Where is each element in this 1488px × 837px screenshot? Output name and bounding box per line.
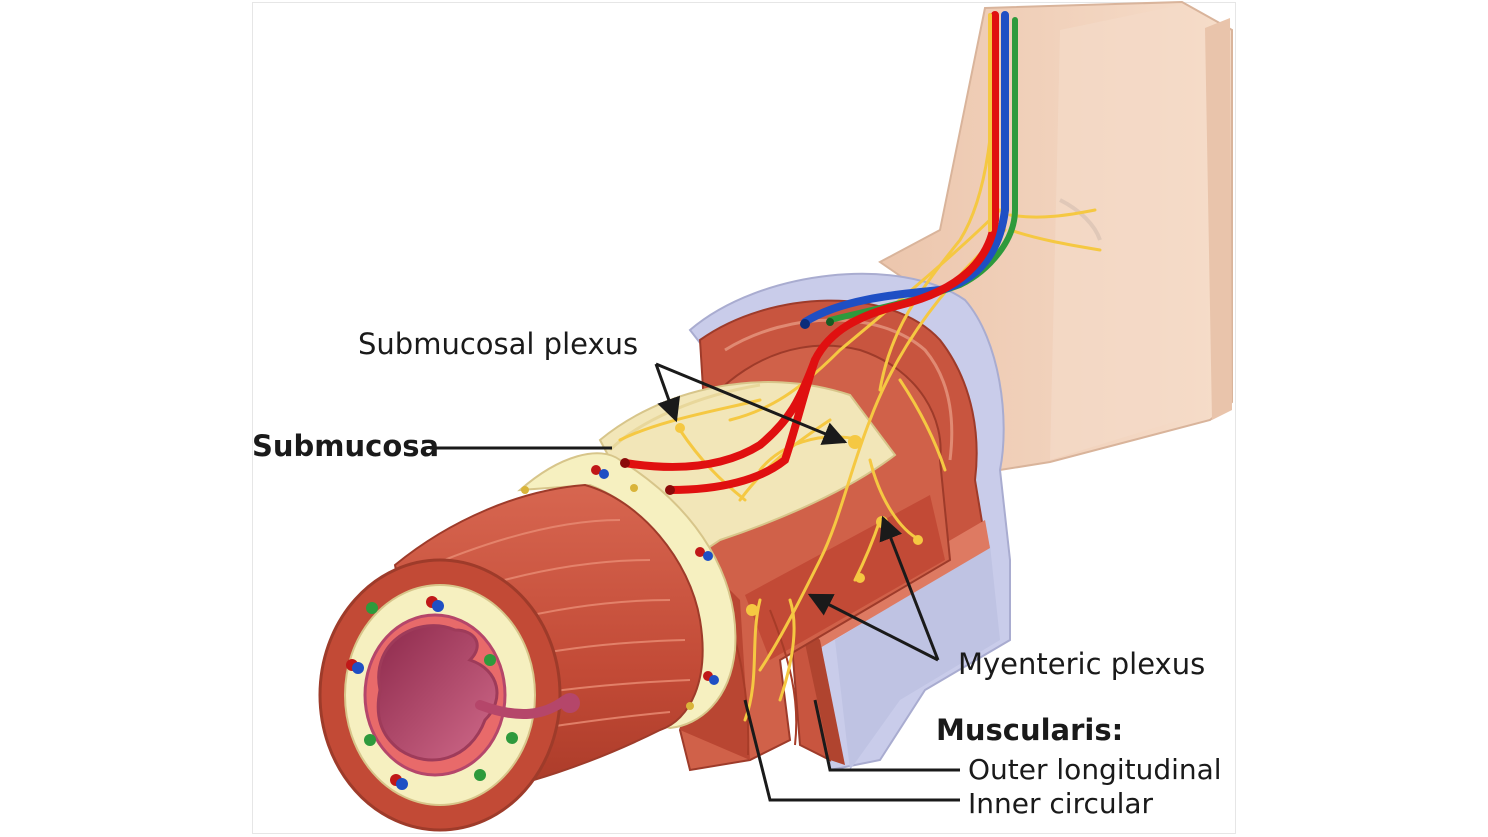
tube-cross-section: [318, 558, 580, 832]
blood-vessels: [621, 11, 1018, 494]
vessel-dots: [346, 465, 719, 790]
label-inner-circular: Inner circular: [968, 787, 1154, 820]
label-outer-longitudinal: Outer longitudinal: [968, 753, 1222, 786]
label-muscularis: Muscularis:: [936, 713, 1124, 747]
label-submucosa: Submucosa: [252, 429, 440, 463]
vessel-ends: [620, 318, 834, 495]
label-submucosal-plexus: Submucosal plexus: [358, 327, 639, 361]
mesentery: [878, 0, 1233, 472]
leader-lines: [430, 362, 960, 802]
label-myenteric-plexus: Myenteric plexus: [958, 647, 1206, 681]
